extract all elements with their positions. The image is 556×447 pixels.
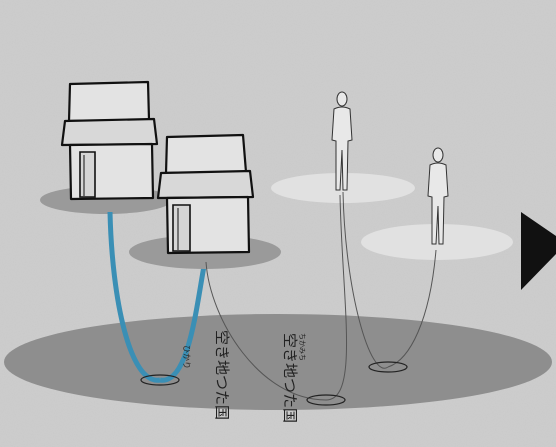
building-path-label: 空き地つた国 bbox=[213, 330, 231, 420]
people-path-small-caption: ちかみち bbox=[298, 333, 306, 361]
ground-platform bbox=[4, 314, 552, 410]
building-path-small-caption: ひかり bbox=[182, 345, 191, 369]
house-icon bbox=[62, 82, 157, 199]
house-icon bbox=[158, 135, 253, 253]
building-path-caption: 空き地つた国 bbox=[213, 330, 231, 420]
people-path-caption: 空き地つた国 bbox=[281, 333, 299, 423]
people-path-small-label: ちかみち bbox=[298, 333, 306, 361]
people-path-label: 空き地つた国 bbox=[281, 333, 299, 423]
building-path-small-label: ひかり bbox=[182, 345, 191, 369]
